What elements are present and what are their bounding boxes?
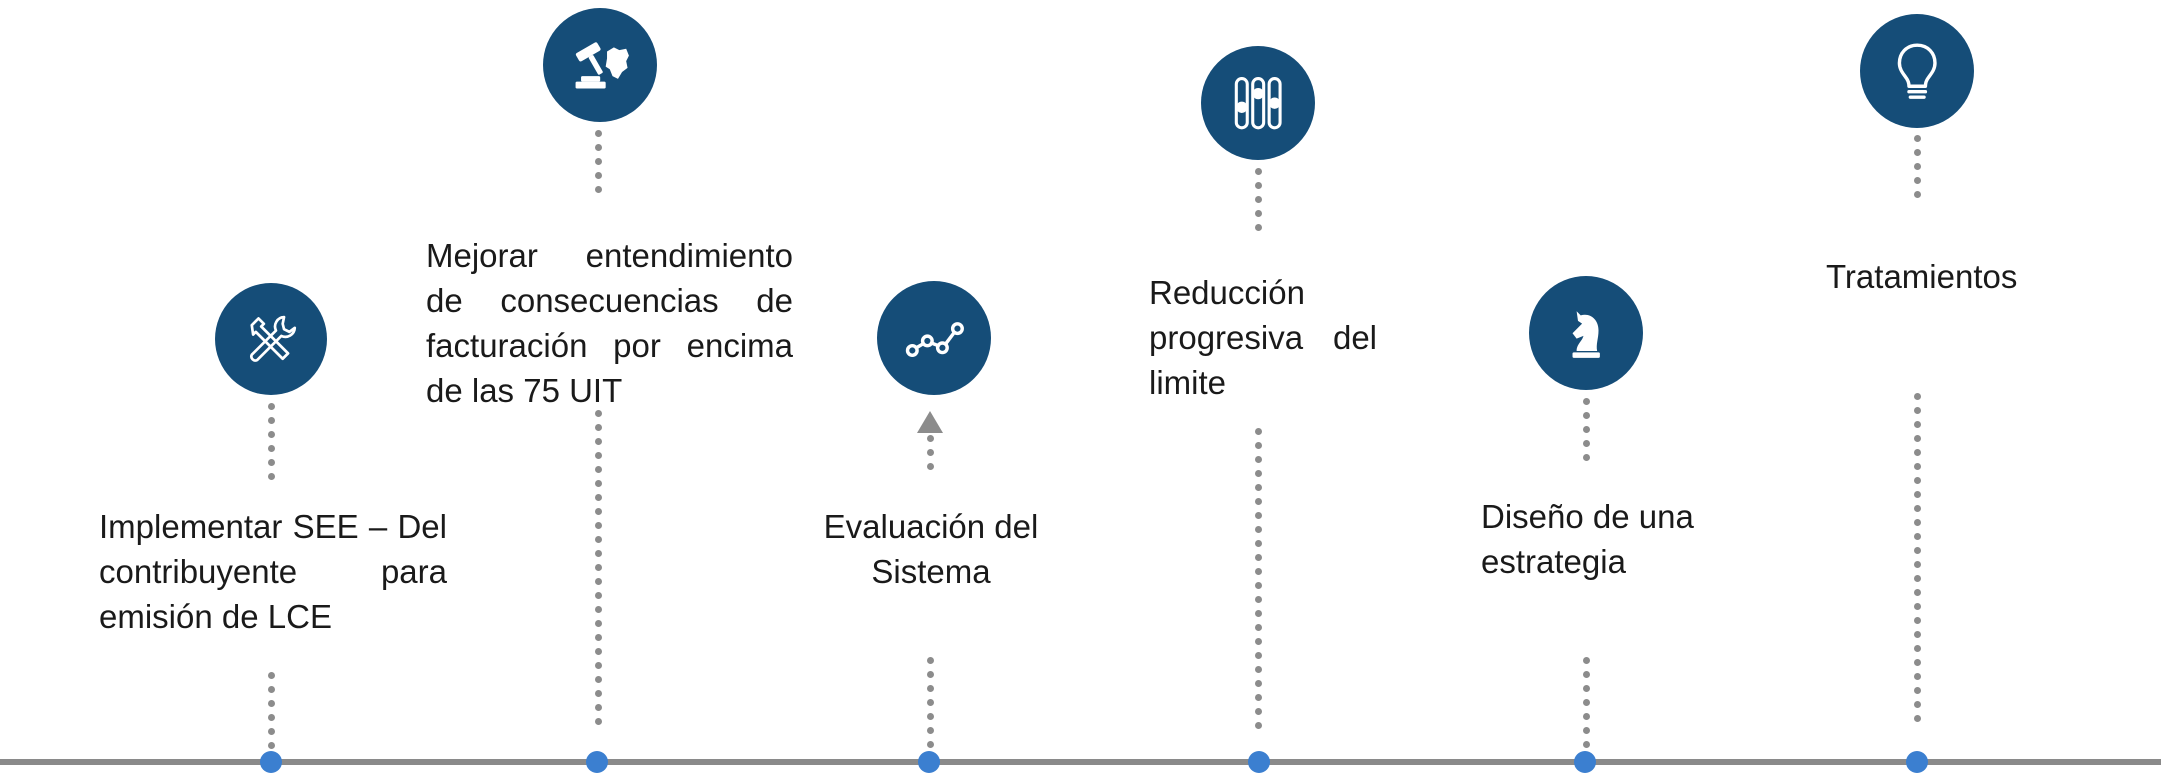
connector-bottom-3 bbox=[926, 657, 934, 755]
step-label-6: Tratamientos bbox=[1826, 258, 2018, 295]
connector-bottom-1 bbox=[267, 672, 275, 756]
timeline-axis bbox=[0, 759, 2161, 765]
step-label-3: Evaluación del Sistema bbox=[823, 508, 1039, 590]
connector-top-1 bbox=[267, 403, 275, 487]
arrow-up-icon bbox=[917, 411, 943, 433]
step-label-4: Reducción progresiva del limite bbox=[1149, 274, 1377, 401]
timeline-node-1 bbox=[260, 751, 282, 773]
connector-bottom-5 bbox=[1582, 657, 1590, 755]
connector-top-3 bbox=[926, 435, 934, 477]
lightbulb-icon bbox=[1860, 14, 1974, 128]
connector-top-6 bbox=[1913, 135, 1921, 205]
wrench-screwdriver-icon bbox=[215, 283, 327, 395]
connector-top-5 bbox=[1582, 398, 1590, 468]
timeline-node-4 bbox=[1248, 751, 1270, 773]
timeline-node-3 bbox=[918, 751, 940, 773]
connector-top-4 bbox=[1254, 168, 1262, 238]
connector-bottom-2 bbox=[594, 410, 602, 732]
sliders-icon bbox=[1201, 46, 1315, 160]
line-chart-icon bbox=[877, 281, 991, 395]
chess-knight-icon bbox=[1529, 276, 1643, 390]
timeline-node-6 bbox=[1906, 751, 1928, 773]
gavel-map-icon bbox=[543, 8, 657, 122]
step-label-2: Mejorar entendimiento de consecuencias d… bbox=[426, 237, 793, 409]
step-label-1: Implementar SEE – Del contribuyente para… bbox=[99, 508, 447, 635]
step-label-5: Diseño de una estrategia bbox=[1481, 498, 1694, 580]
connector-bottom-6 bbox=[1913, 393, 1921, 729]
connector-bottom-4 bbox=[1254, 428, 1262, 736]
timeline-node-2 bbox=[586, 751, 608, 773]
connector-top-2 bbox=[594, 130, 602, 200]
timeline-node-5 bbox=[1574, 751, 1596, 773]
